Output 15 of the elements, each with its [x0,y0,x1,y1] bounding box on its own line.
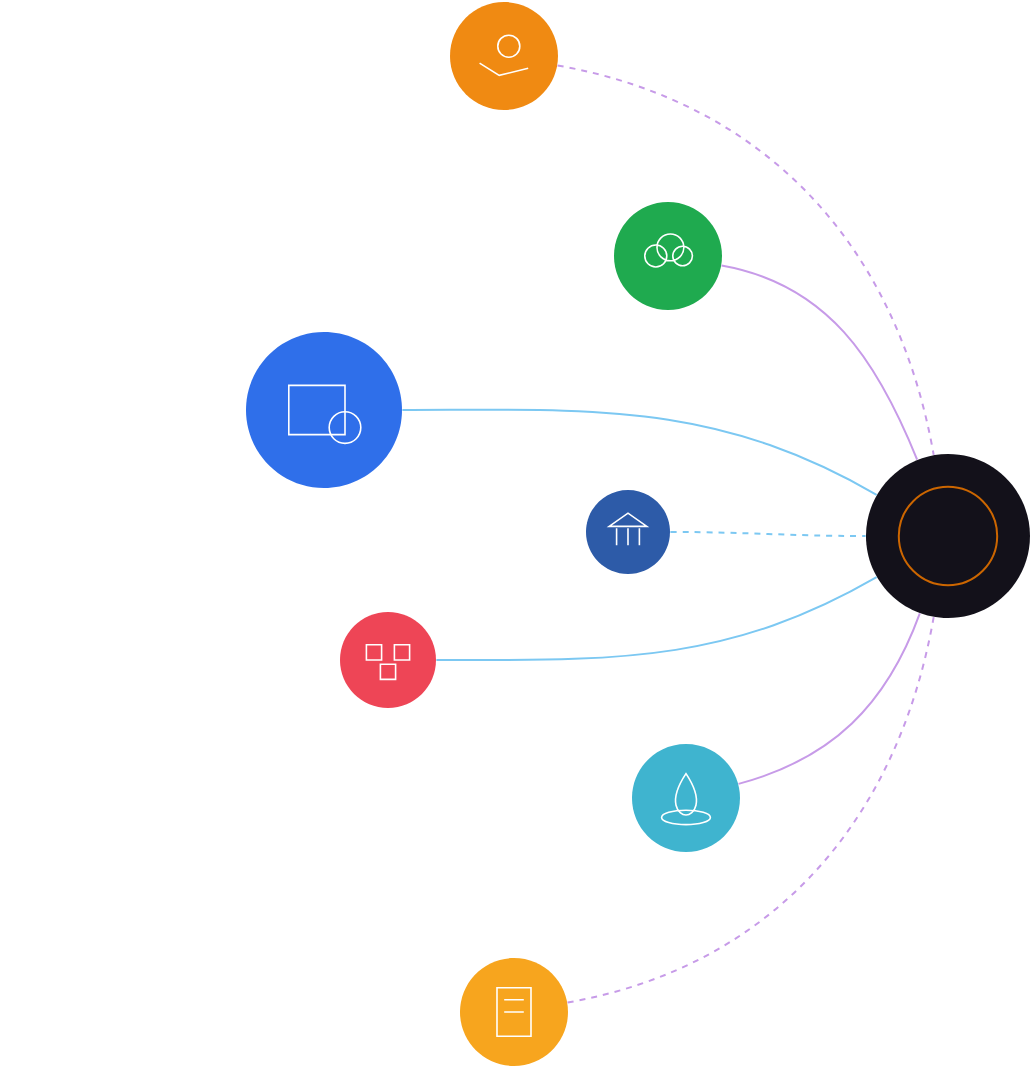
connector-line [737,612,921,785]
icon-circle [866,454,1030,618]
icon-circle [632,744,740,852]
icon-circle [460,958,568,1066]
icon-circle [586,490,670,574]
icon-circle [246,332,402,488]
connector-line [720,264,919,461]
icon-circle [340,612,436,708]
connector-line [556,64,935,456]
icon-circle [450,2,558,110]
connector-line [669,531,867,537]
icon-circle [614,202,722,310]
connector-line [566,616,935,1004]
connector-line [401,408,878,496]
connector-line [435,576,878,662]
